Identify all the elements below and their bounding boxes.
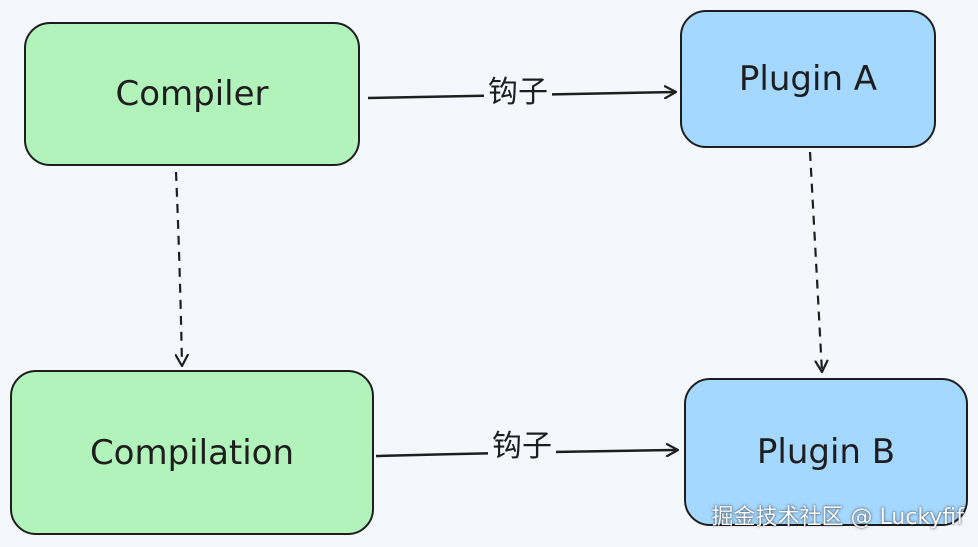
plugin-a-label: Plugin A <box>738 59 878 99</box>
edge-label-hook-top: 钩子 <box>484 76 552 110</box>
watermark: 掘金技术社区 @ Luckyfif <box>711 505 964 530</box>
compilation-label: Compilation <box>89 432 295 473</box>
compiler-label: Compiler <box>115 74 269 114</box>
edge-label-hook-bottom: 钩子 <box>488 430 556 464</box>
arrow-plugin-a-to-plugin-b <box>808 151 822 372</box>
plugin-b-label: Plugin B <box>756 432 896 472</box>
compiler-node: Compiler <box>24 22 360 166</box>
plugin-b-node: Plugin B <box>684 378 968 526</box>
plugin-a-node: Plugin A <box>680 10 936 148</box>
arrow-compiler-to-compilation <box>176 171 182 366</box>
compilation-node: Compilation <box>10 370 374 535</box>
